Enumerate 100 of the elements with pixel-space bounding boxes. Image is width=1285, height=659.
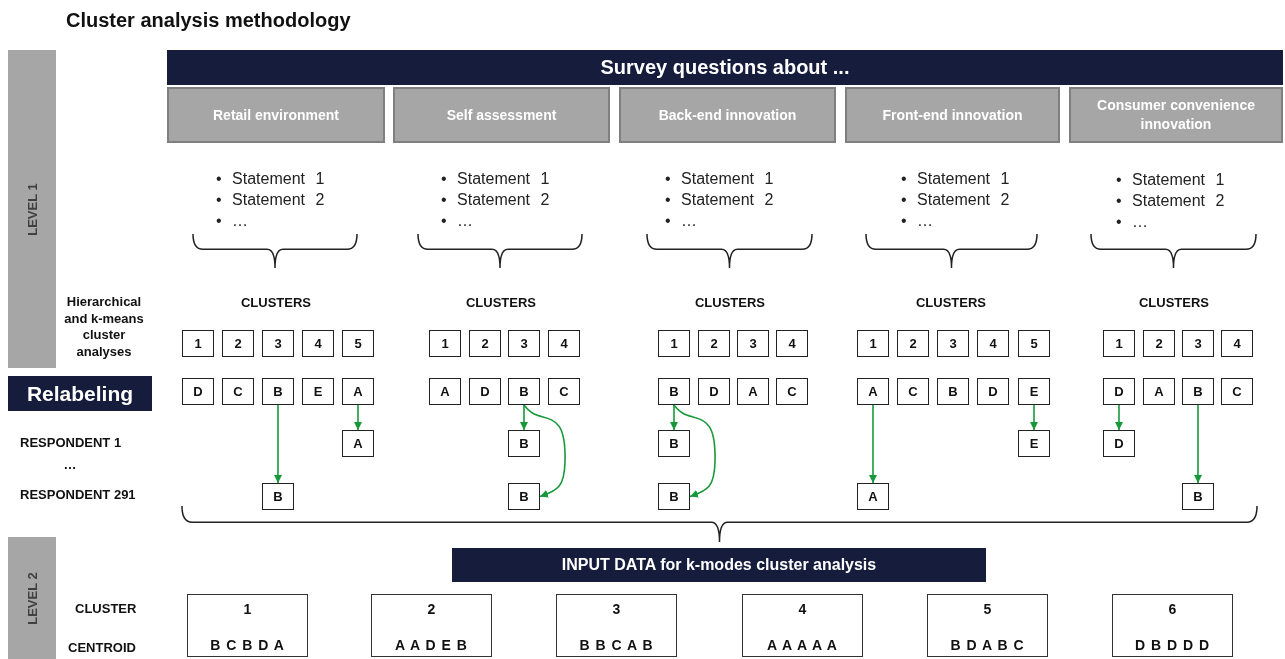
bullet-point: • Statement 2 (1116, 191, 1225, 211)
bullet-point: • … (441, 211, 475, 231)
respondent-letter-box: B (508, 483, 540, 510)
row-label: CENTROID (68, 640, 136, 655)
centroid-code: A A D E B (395, 637, 468, 653)
cluster-number-box: 4 (1221, 330, 1253, 357)
respondent-letter-box: B (658, 483, 690, 510)
cluster-letter-box: B (1182, 378, 1214, 405)
cluster-box (742, 594, 863, 657)
bullet-point: • Statement 2 (216, 190, 325, 210)
cluster-box (371, 594, 492, 657)
cluster-number: 5 (983, 601, 992, 617)
cluster-number-box: 2 (698, 330, 730, 357)
respondent-letter-box: B (262, 483, 294, 510)
section-label: CLUSTERS (465, 295, 537, 310)
cluster-letter-box: B (937, 378, 969, 405)
cluster-letter-box: C (1221, 378, 1253, 405)
cluster-number-box: 4 (776, 330, 808, 357)
cluster-number-box: 4 (302, 330, 334, 357)
centroid-code: B C B D A (210, 637, 285, 653)
cluster-letter-box: E (1018, 378, 1050, 405)
cluster-letter-box: A (737, 378, 769, 405)
respondent-letter-box: B (1182, 483, 1214, 510)
cluster-letter-box: B (262, 378, 294, 405)
arrow (673, 404, 716, 498)
centroid-code: D B D D D (1134, 637, 1211, 653)
cluster-letter-box: A (429, 378, 461, 405)
bullet-point: • Statement 2 (441, 190, 550, 210)
section-banner: Survey questions about ... (167, 50, 1283, 85)
cluster-letter-box: A (1143, 378, 1175, 405)
respondent-letter-box: A (857, 483, 889, 510)
cluster-letter-box: D (977, 378, 1009, 405)
cluster-letter-box: C (222, 378, 254, 405)
bullet-point: • Statement 2 (665, 190, 774, 210)
ellipsis-label: … (63, 457, 77, 472)
arrow (1115, 404, 1123, 431)
cluster-letter-box: A (342, 378, 374, 405)
cluster-letter-box: E (302, 378, 334, 405)
cluster-number-box: 2 (222, 330, 254, 357)
centroid-code: A A A A A (767, 637, 838, 653)
cluster-letter-box: D (698, 378, 730, 405)
cluster-letter-box: C (548, 378, 580, 405)
cluster-box (1112, 594, 1233, 657)
arrow (354, 404, 362, 431)
arrow (670, 404, 678, 431)
level-band (8, 50, 56, 368)
cluster-letter-box: B (658, 378, 690, 405)
cluster-number-box: 3 (508, 330, 540, 357)
input-data-banner: INPUT DATA for k-modes cluster analysis (452, 548, 986, 582)
section-label: CLUSTERS (915, 295, 987, 310)
cluster-letter-box: C (776, 378, 808, 405)
bullet-point: • Statement 1 (901, 169, 1010, 189)
section-label: CLUSTERS (1138, 295, 1210, 310)
cluster-letter-box: D (182, 378, 214, 405)
cluster-number-box: 5 (1018, 330, 1050, 357)
cluster-number-box: 3 (937, 330, 969, 357)
cluster-number-box: 1 (658, 330, 690, 357)
bullet-point: • Statement 1 (665, 169, 774, 189)
bullet-point: • … (665, 211, 699, 231)
respondent-letter-box: B (658, 430, 690, 457)
cluster-letter-box: C (897, 378, 929, 405)
category-header: Back-end innovation (619, 87, 836, 143)
category-header: Retail environment (167, 87, 385, 143)
section-label: CLUSTERS (240, 295, 312, 310)
cluster-box (187, 594, 308, 657)
level-band (8, 537, 56, 659)
arrow (1194, 404, 1202, 484)
respondent-letter-box: A (342, 430, 374, 457)
cluster-number-box: 1 (429, 330, 461, 357)
centroid-code: B D A B C (950, 637, 1025, 653)
bullet-point: • … (1116, 212, 1150, 232)
cluster-letter-box: A (857, 378, 889, 405)
cluster-box (556, 594, 677, 657)
cluster-number-box: 1 (857, 330, 889, 357)
centroid-code: B B C A B (579, 637, 654, 653)
cluster-number-box: 2 (897, 330, 929, 357)
respondent-letter-box: D (1103, 430, 1135, 457)
arrow (523, 404, 566, 498)
category-header: Self assessment (393, 87, 610, 143)
cluster-number-box: 4 (548, 330, 580, 357)
respondent-letter-box: E (1018, 430, 1050, 457)
cluster-number-box: 3 (1182, 330, 1214, 357)
cluster-number-box: 4 (977, 330, 1009, 357)
diagram-title: Cluster analysis methodology (66, 9, 351, 32)
cluster-number-box: 1 (182, 330, 214, 357)
method-note: Hierarchical and k-means cluster analyses (63, 294, 145, 360)
bullet-point: • Statement 2 (901, 190, 1010, 210)
arrow (869, 404, 877, 484)
row-label: RESPONDENT 291 (20, 487, 136, 502)
cluster-letter-box: B (508, 378, 540, 405)
bullet-point: • Statement 1 (1116, 170, 1225, 190)
cluster-number-box: 3 (262, 330, 294, 357)
level-label: LEVEL 1 (24, 182, 40, 236)
bullet-point: • Statement 1 (441, 169, 550, 189)
respondent-letter-box: B (508, 430, 540, 457)
row-label: CLUSTER (75, 601, 137, 616)
cluster-number-box: 2 (1143, 330, 1175, 357)
cluster-number: 2 (427, 601, 436, 617)
row-label: RESPONDENT 1 (20, 435, 122, 450)
cluster-number: 3 (612, 601, 621, 617)
